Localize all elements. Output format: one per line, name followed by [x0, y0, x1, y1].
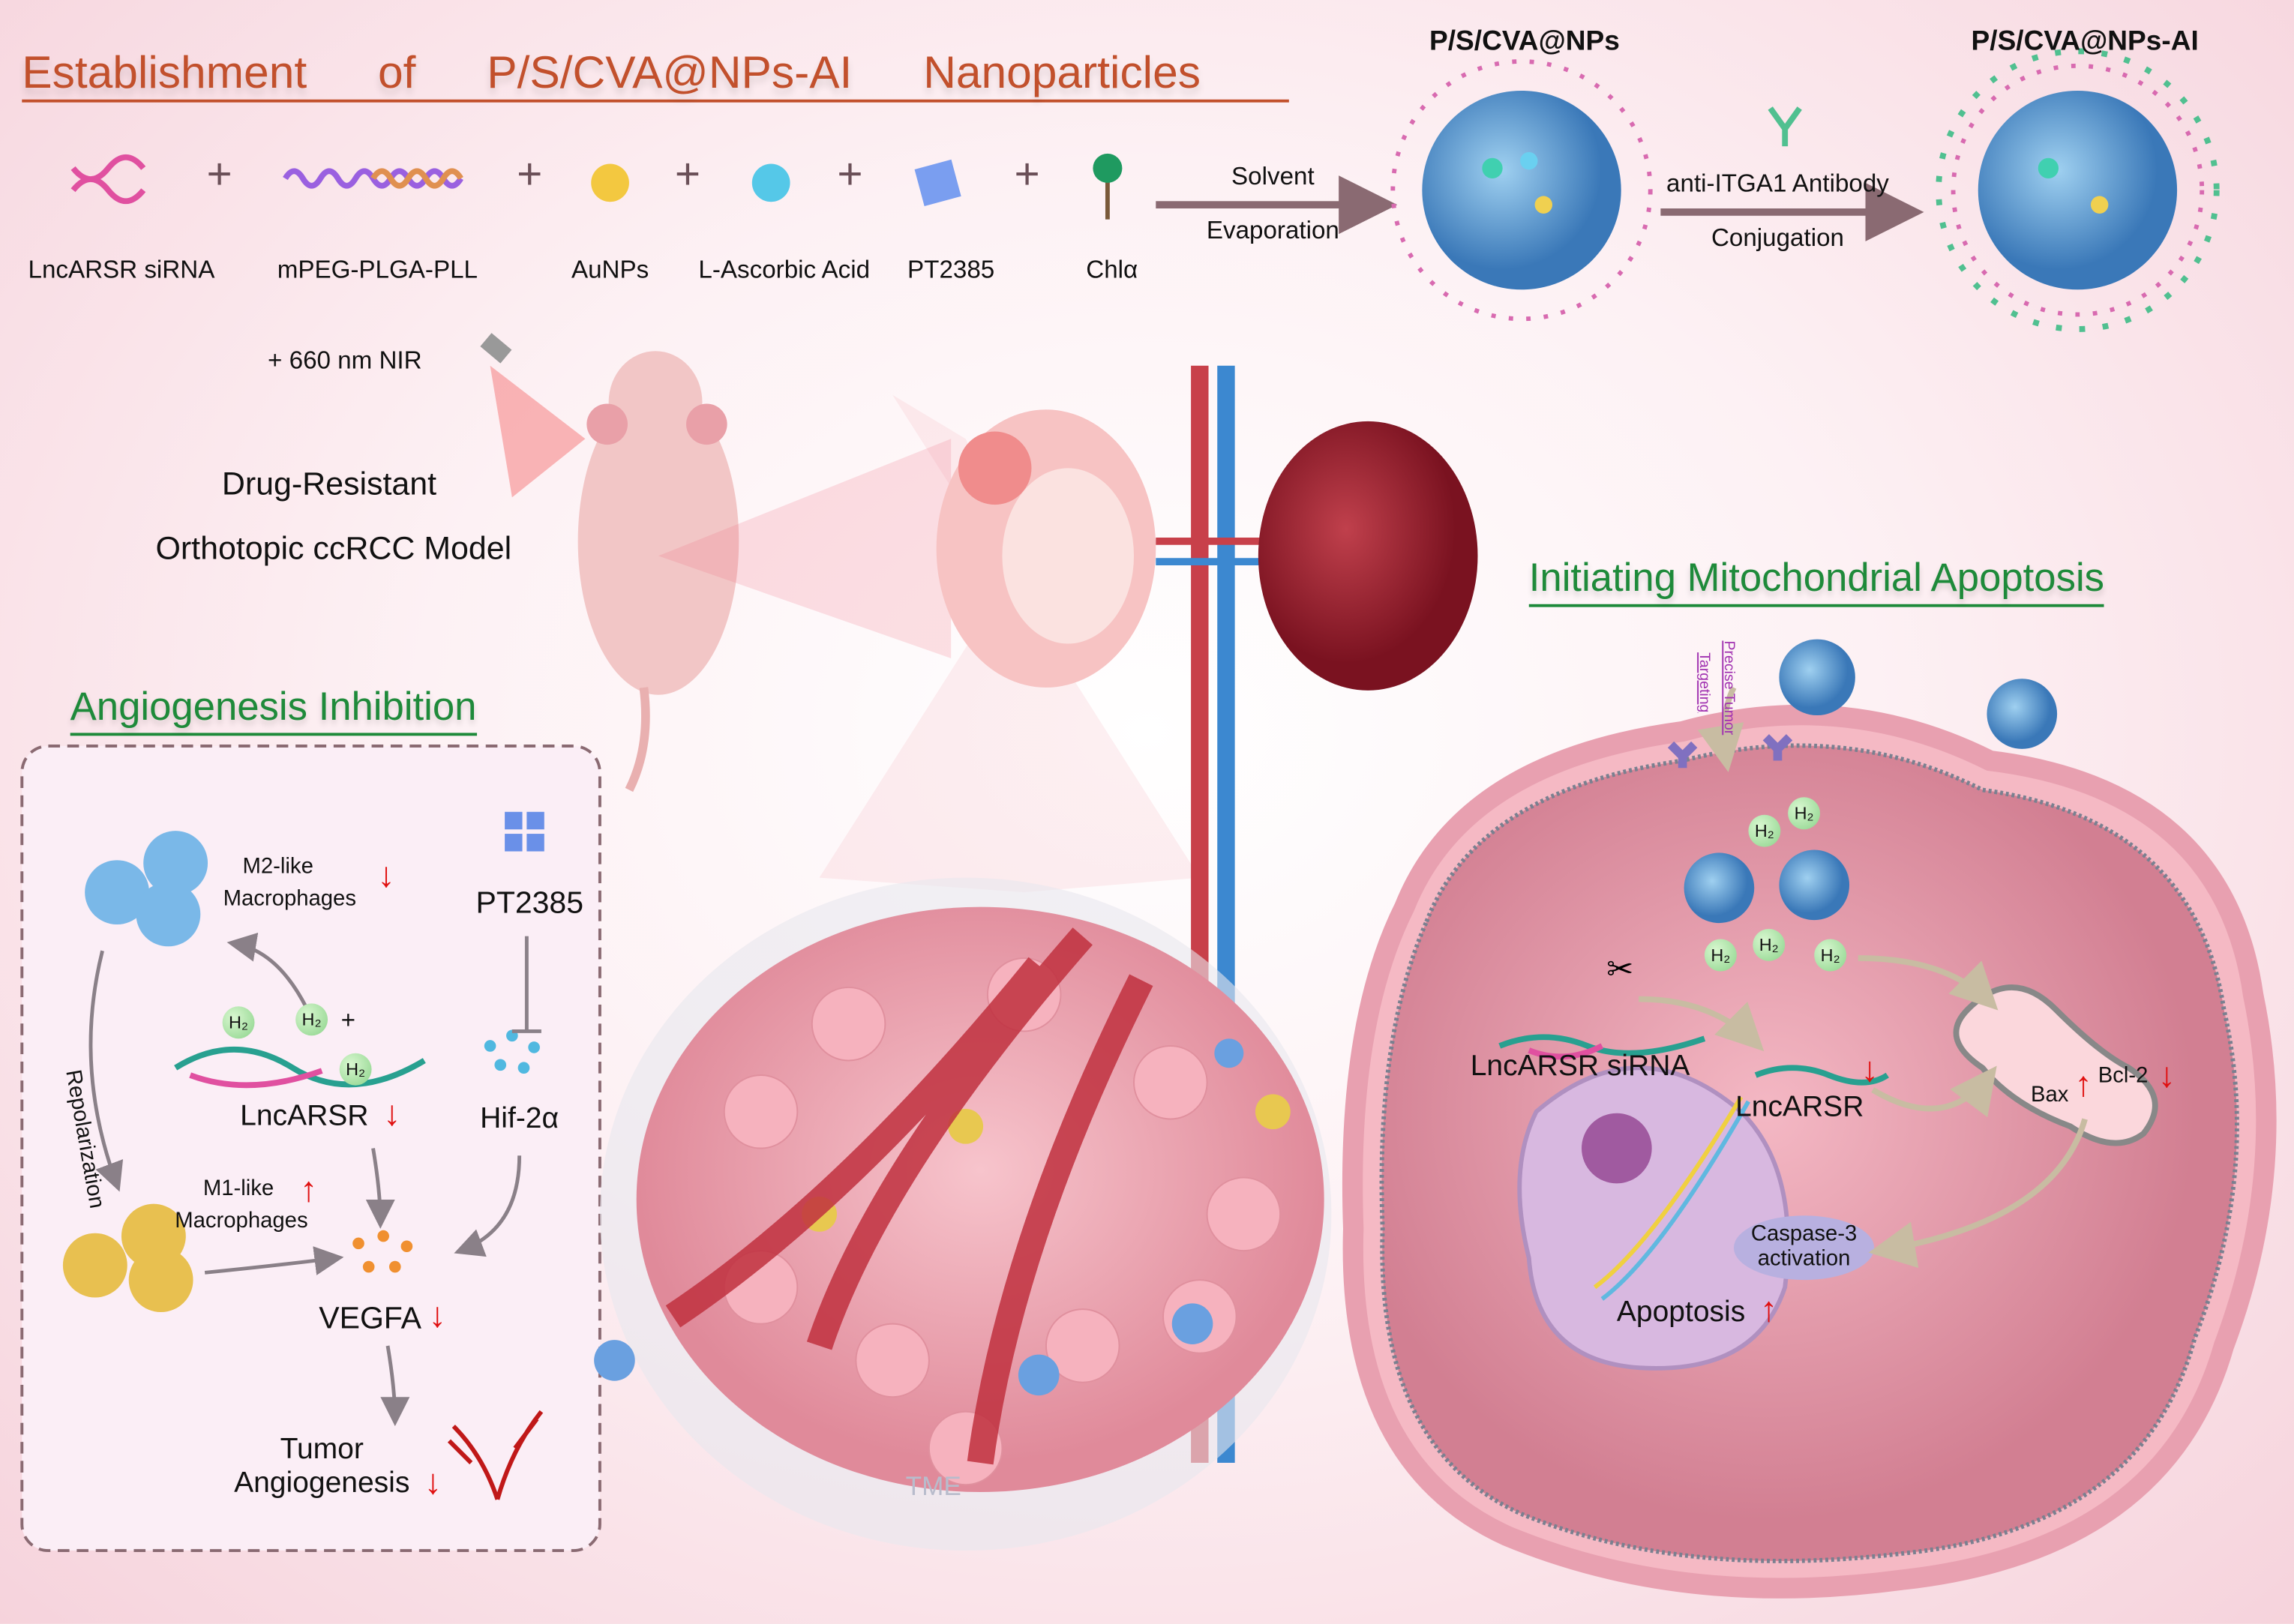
- angiogenesis-title: Angiogenesis Inhibition: [70, 685, 477, 736]
- tumor-label-1: Tumor: [280, 1433, 364, 1466]
- up-arrow: ↑: [2074, 1065, 2092, 1105]
- ingredient-label-sirna: LncARSR siRNA: [28, 256, 215, 284]
- sirna-strand-icon: [1498, 1034, 1706, 1060]
- down-arrow: ↓: [424, 1463, 442, 1503]
- tumor-label-2: Angiogenesis: [234, 1467, 410, 1500]
- kidney-illustration: [1258, 421, 1478, 691]
- h2-bubble: H₂: [1814, 939, 1847, 972]
- ingredient-label-aunps: AuNPs: [571, 256, 649, 284]
- blue-cube-icon: [914, 159, 961, 206]
- scissors-icon: ✂: [1606, 951, 1633, 987]
- m1-label-2: Macrophages: [175, 1208, 308, 1233]
- cell-nanoparticles: [1684, 639, 2058, 924]
- lncarsr-cell-label: LncARSR: [1735, 1091, 1864, 1124]
- plus-sign: +: [340, 1006, 355, 1035]
- up-arrow: ↑: [299, 1170, 318, 1210]
- h2-bubble: H₂: [1788, 797, 1821, 830]
- targeting-label-1: Precise Tumor: [1720, 640, 1737, 736]
- h2-bubble: H₂: [1748, 814, 1781, 847]
- m2-label-1: M2-like: [242, 854, 313, 879]
- mouse-illustration: [577, 351, 739, 793]
- page-title: Establishment of P/S/CVA@NPs-AI Nanopart…: [22, 46, 1289, 103]
- down-arrow: ↓: [428, 1296, 447, 1336]
- np-label: P/S/CVA@NPs: [1429, 26, 1620, 58]
- m1-label-1: M1-like: [202, 1176, 274, 1201]
- nucleus-icon: [1517, 1065, 1790, 1371]
- up-arrow: ↑: [1760, 1290, 1778, 1330]
- h2-bubble: H₂: [222, 1006, 255, 1039]
- lncarsr-label: LncARSR: [240, 1100, 369, 1133]
- kidney-section-illustration: [936, 409, 1156, 688]
- model-line1: Drug-Resistant: [221, 465, 437, 502]
- caspase-3-badge: [1733, 1215, 1875, 1281]
- plus-sign: +: [517, 150, 543, 199]
- ingredient-label-polymer: mPEG-PLGA-PLL: [277, 256, 478, 284]
- caspase-label-2: activation: [1757, 1246, 1851, 1272]
- pt2385-cubes-icon: [505, 811, 544, 852]
- laser-icon: [480, 333, 586, 498]
- polymer-chain-icon: [283, 168, 463, 189]
- down-arrow: ↓: [2158, 1056, 2176, 1096]
- apoptosis-label: Apoptosis: [1616, 1296, 1746, 1329]
- solvent-label: Solvent: [1231, 162, 1315, 190]
- lncarsr-dna-icon: [1754, 1065, 1889, 1086]
- ingredient-label-ascorbic: L-Ascorbic Acid: [698, 256, 871, 284]
- h2-bubble: H₂: [1753, 928, 1786, 961]
- targeting-label-2: Targeting: [1696, 652, 1712, 713]
- evaporation-label: Evaporation: [1206, 216, 1339, 244]
- bax-label: Bax: [2030, 1082, 2069, 1107]
- ingredient-label-chla: Chlα: [1086, 256, 1138, 284]
- m1-macrophage-icon: [62, 1203, 193, 1313]
- tme-label: TME: [905, 1471, 961, 1501]
- plus-sign: +: [1014, 150, 1040, 199]
- nir-label: + 660 nm NIR: [268, 346, 422, 375]
- h2-bubble: H₂: [1704, 939, 1737, 972]
- vessel-branch-icon: [447, 1410, 544, 1500]
- h2-bubble: H₂: [295, 1003, 328, 1036]
- np-ai-label: P/S/CVA@NPs-AI: [1971, 26, 2199, 58]
- vegfa-dots-icon: [352, 1230, 413, 1273]
- antibody-nanoparticle-icon: [1936, 48, 2220, 332]
- down-arrow: ↓: [383, 1094, 401, 1134]
- apoptosis-title: Initiating Mitochondrial Apoptosis: [1528, 556, 2104, 607]
- conjugation-label: Conjugation: [1711, 223, 1844, 252]
- cyan-sphere-icon: [751, 163, 790, 202]
- plus-sign: +: [206, 150, 232, 199]
- zoom-beam: [658, 439, 952, 658]
- tumor-cell-illustration: [1342, 704, 2277, 1599]
- down-arrow: ↓: [377, 855, 395, 896]
- ingredient-label-pt2385: PT2385: [907, 256, 995, 284]
- nanoparticle-icon: [1390, 59, 1653, 322]
- plus-sign: +: [674, 150, 701, 199]
- model-line2: Orthotopic ccRCC Model: [155, 529, 512, 567]
- chlorophyll-pin-icon: [1093, 153, 1123, 220]
- receptor-icons: [1667, 734, 1793, 769]
- plus-sign: +: [837, 150, 863, 199]
- antibody-icon: [1768, 106, 1802, 147]
- gold-sphere-icon: [591, 163, 629, 202]
- sirna-label: LncARSR siRNA: [1470, 1050, 1690, 1083]
- down-arrow: ↓: [1861, 1050, 1879, 1090]
- bcl2-label: Bcl-2: [2098, 1063, 2149, 1089]
- sirna-duplex-icon: [174, 1046, 426, 1089]
- angiogenesis-panel: [20, 745, 601, 1553]
- pt2385-label: PT2385: [475, 886, 584, 921]
- antibody-label: anti-ITGA1 Antibody: [1666, 169, 1889, 198]
- hif-label: Hif-2α: [480, 1103, 559, 1135]
- m2-macrophage-icon: [85, 831, 208, 947]
- h2-bubble: H₂: [339, 1053, 372, 1086]
- caspase-label-1: Caspase-3: [1750, 1221, 1858, 1247]
- tumor-mass-illustration: [594, 877, 1332, 1551]
- dna-icon: [70, 154, 146, 204]
- vegfa-label: VEGFA: [319, 1302, 421, 1336]
- m2-label-2: Macrophages: [223, 886, 356, 912]
